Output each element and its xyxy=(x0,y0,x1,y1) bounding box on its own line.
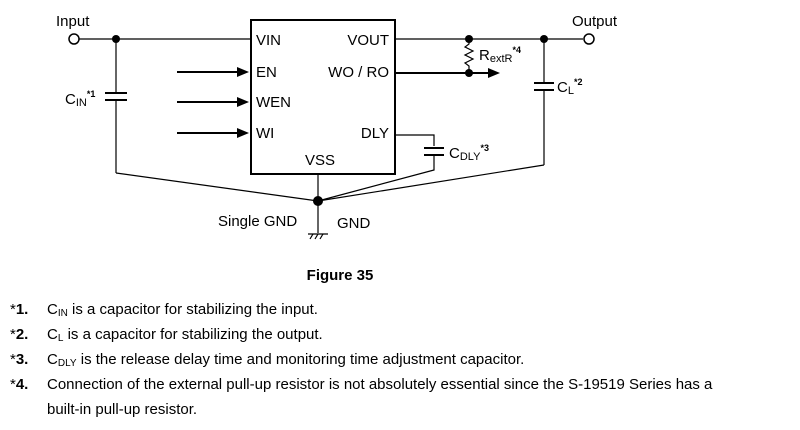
gnd-label: GND xyxy=(337,215,371,232)
figure-title: Figure 35 xyxy=(306,267,374,284)
cl-gnd-wire xyxy=(317,164,545,202)
pin-vss: VSS xyxy=(305,152,335,169)
footnote-1: *1. CIN is a capacitor for stabilizing t… xyxy=(10,299,800,324)
cin-label: CIN*1 xyxy=(65,89,95,109)
footnote-text: Connection of the external pull-up resis… xyxy=(47,376,713,393)
footnote-4: *4. Connection of the external pull-up r… xyxy=(10,374,800,399)
pin-wo-ro: WO / RO xyxy=(328,64,389,81)
cl-label: CL*2 xyxy=(557,77,582,97)
footnote-text: CDLY is the release delay time and monit… xyxy=(47,351,525,369)
rext-bottom-junction xyxy=(465,69,473,77)
footnote-text: CL is a capacitor for stabilizing the ou… xyxy=(47,326,323,344)
pin-vout: VOUT xyxy=(347,32,389,49)
footnote-marker: *2. xyxy=(10,326,29,343)
footnote-marker: *4. xyxy=(10,376,29,393)
input-terminal xyxy=(68,33,80,45)
footnote-marker: *3. xyxy=(10,351,29,368)
footnote-3: *3. CDLY is the release delay time and m… xyxy=(10,349,800,374)
circuit-schematic: Input CIN*1 VIN EN WEN WI VOUT WO / RO D… xyxy=(56,13,618,240)
input-label: Input xyxy=(56,13,90,30)
rext-resistor xyxy=(463,39,475,73)
footnote-text: CIN is a capacitor for stabilizing the i… xyxy=(47,301,318,319)
footnote-marker: *1. xyxy=(10,301,29,318)
ic-box xyxy=(250,19,396,175)
cdly-gnd-wire xyxy=(317,156,435,202)
output-terminal xyxy=(583,33,595,45)
rext-label: RextR*4 xyxy=(479,45,521,65)
pin-vin: VIN xyxy=(256,32,281,49)
cdly-label: CDLY*3 xyxy=(449,143,489,163)
pin-dly: DLY xyxy=(361,125,389,142)
wo-ro-arrow xyxy=(488,68,500,78)
en-arrow xyxy=(177,67,249,77)
footnote-4-continuation: built-in pull-up resistor. xyxy=(47,401,198,418)
footnote-2: *2. CL is a capacitor for stabilizing th… xyxy=(10,324,800,349)
wi-arrow xyxy=(177,128,249,138)
pin-en: EN xyxy=(256,64,277,81)
wen-arrow xyxy=(177,97,249,107)
single-gnd-label: Single GND xyxy=(218,213,297,230)
ground-icon xyxy=(308,233,328,240)
cdly-wire-top xyxy=(395,134,435,146)
output-label: Output xyxy=(572,13,618,30)
pin-wen: WEN xyxy=(256,94,291,111)
single-gnd-junction xyxy=(313,196,323,206)
footnotes: *1. CIN is a capacitor for stabilizing t… xyxy=(10,299,800,424)
pin-wi: WI xyxy=(256,125,274,142)
cin-gnd-wire xyxy=(115,172,319,202)
